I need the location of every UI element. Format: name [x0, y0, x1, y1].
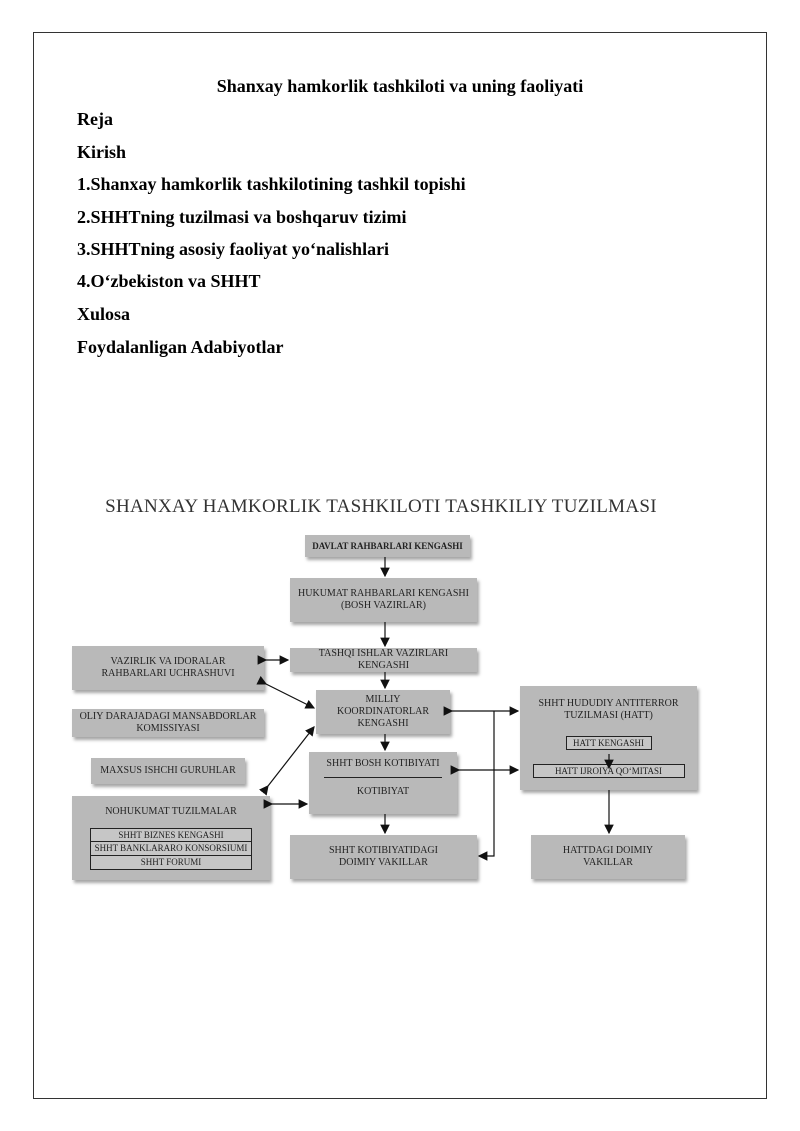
arrow-vazirlik-milliy	[256, 675, 316, 709]
toc-section-1: 1.Shanxay hamkorlik tashkilotining tashk…	[77, 174, 466, 194]
arrow-maxsus-milliy	[259, 726, 315, 796]
doimiy-label-1: SHHT KOTIBIYATIDAGI	[329, 845, 438, 856]
maxsus-box: MAXSUS ISHCHI GURUHLAR	[91, 758, 245, 784]
toc-adabiyotlar: Foydalanligan Adabiyotlar	[77, 337, 284, 357]
doimiy-label-2: DOIMIY VAKILLAR	[339, 857, 428, 868]
org-chart-title: SHANXAY HAMKORLIK TASHKILOTI TASHKILIY T…	[105, 496, 657, 517]
bosh-kotib-divider	[324, 777, 442, 778]
document-title: Shanxay hamkorlik tashkiloti va uning fa…	[216, 76, 584, 96]
doimiy-box: SHHT KOTIBIYATIDAGI DOIMIY VAKILLAR	[290, 835, 477, 879]
oliy-box: OLIY DARAJADAGI MANSABDORLAR KOMISSIYASI	[72, 709, 264, 737]
maxsus-label: MAXSUS ISHCHI GURUHLAR	[100, 765, 236, 776]
hatt-kengashi-box: HATT KENGASHI	[565, 736, 652, 750]
davlat-box: DAVLAT RAHBARLARI KENGASHI	[305, 535, 470, 557]
toc-section-3: 3.SHHTning asosiy faoliyat yo‘nalishlari	[77, 239, 390, 259]
nohukumat-item-biznes: SHHT BIZNES KENGASHI	[90, 828, 252, 842]
bosh-kotib-label: SHHT BOSH KOTIBIYATI	[326, 758, 440, 769]
toc-kirish: Kirish	[77, 142, 127, 162]
nohukumat-item-forum: SHHT FORUMI	[90, 856, 252, 870]
toc-section-4: 4.O‘zbekiston va SHHT	[77, 271, 261, 291]
hatt-doimiy-label-1: HATTDAGI DOIMIY	[562, 845, 654, 856]
milliy-box: MILLIY KOORDINATORLAR KENGASHI	[316, 690, 450, 734]
arrow-bracket-doimiy	[477, 711, 495, 861]
hatt-doimiy-box: HATTDAGI DOIMIY VAKILLAR	[531, 835, 685, 879]
hatt-label-1: SHHT HUDUDIY ANTITERROR	[538, 698, 679, 709]
milliy-label-1: MILLIY KOORDINATORLAR	[336, 694, 430, 717]
milliy-label-2: KENGASHI	[357, 718, 409, 729]
kotibiyat-label: KOTIBIYAT	[356, 786, 410, 797]
vazirlik-label-2: RAHBARLARI UCHRASHUVI	[101, 668, 235, 679]
vazirlik-box: VAZIRLIK VA IDORALAR RAHBARLARI UCHRASHU…	[72, 646, 264, 690]
nohukumat-item-konsorsium: SHHT BANKLARARO KONSORSIUMI	[90, 842, 252, 856]
oliy-label-1: OLIY DARAJADAGI MANSABDORLAR	[79, 711, 257, 722]
nohukumat-box: NOHUKUMAT TUZILMALAR SHHT BIZNES KENGASH…	[72, 796, 270, 880]
oliy-label-2: KOMISSIYASI	[136, 723, 200, 734]
hatt-label-2: TUZILMASI (HATT)	[564, 710, 653, 721]
vazirlik-label-1: VAZIRLIK VA IDORALAR	[110, 656, 226, 667]
hukumat-box: HUKUMAT RAHBARLARI KENGASHI (BOSH VAZIRL…	[290, 578, 477, 622]
tashqi-box: TASHQI ISHLAR VAZIRLARI KENGASHI	[290, 648, 477, 672]
hukumat-label-2: (BOSH VAZIRLAR)	[341, 600, 426, 611]
davlat-label: DAVLAT RAHBARLARI KENGASHI	[312, 541, 463, 551]
toc-xulosa: Xulosa	[77, 304, 131, 324]
nohukumat-label: NOHUKUMAT TUZILMALAR	[105, 806, 237, 817]
tashqi-label: TASHQI ISHLAR VAZIRLARI KENGASHI	[318, 648, 449, 671]
hukumat-label-1: HUKUMAT RAHBARLARI KENGASHI	[298, 588, 469, 599]
page-frame	[33, 32, 767, 1099]
toc-section-2: 2.SHHTning tuzilmasi va boshqaruv tizimi	[77, 207, 407, 227]
hatt-box: SHHT HUDUDIY ANTITERROR TUZILMASI (HATT)…	[520, 686, 697, 790]
bosh-kotib-box: SHHT BOSH KOTIBIYATI KOTIBIYAT	[309, 752, 457, 814]
toc-reja: Reja	[77, 109, 113, 129]
hatt-doimiy-label-2: VAKILLAR	[583, 857, 633, 868]
